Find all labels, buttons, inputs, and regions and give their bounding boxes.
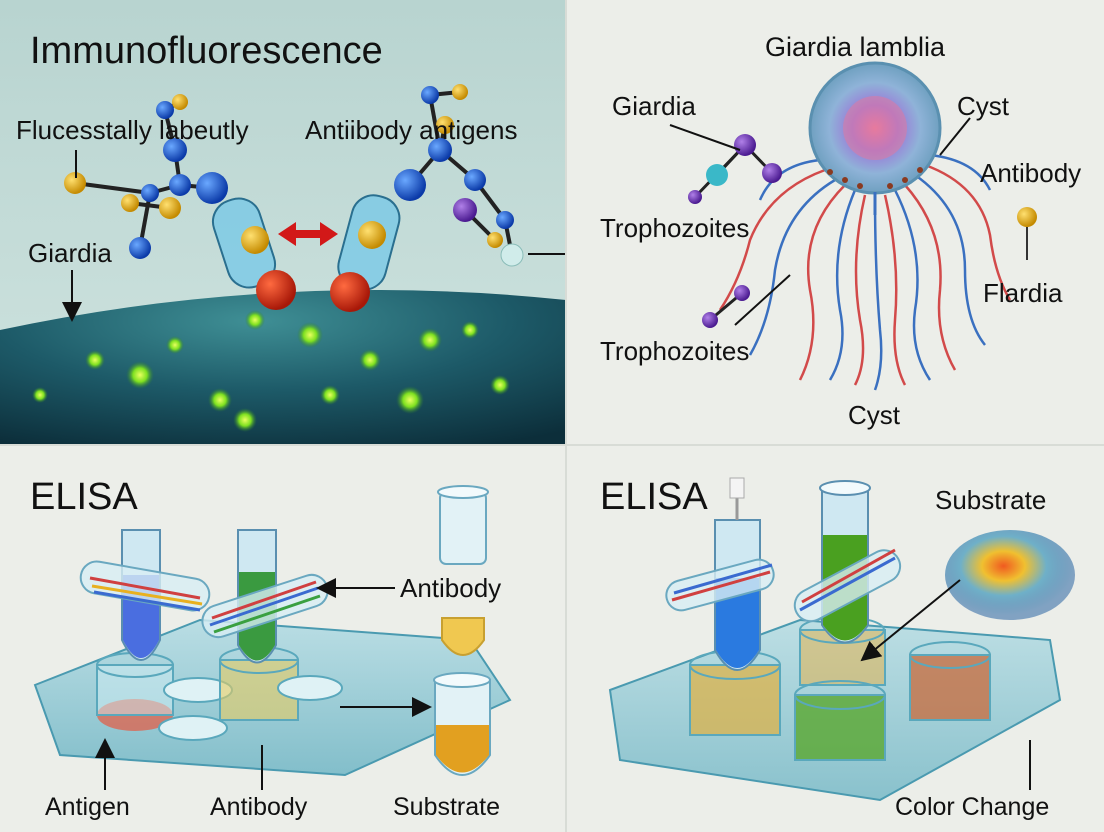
label-antibody-antigens: Antiibody antigens: [305, 115, 518, 145]
antibody-capsule: [79, 560, 211, 612]
binding-double-arrow: [278, 222, 338, 246]
antibody-capsule: [665, 558, 775, 612]
panel-title-elisa-left: ELISA: [30, 476, 138, 518]
panel-elisa-right: [566, 445, 1104, 832]
flagella: [718, 153, 1012, 391]
tube-substrate: [433, 672, 491, 776]
cyst-granules: [827, 167, 923, 189]
panel-title-immunofluorescence: Immunofluorescence: [30, 30, 383, 72]
tube-empty: [437, 485, 489, 565]
substrate-spot: [945, 530, 1075, 620]
label-flardia: Flardia: [983, 278, 1063, 308]
label-fluorescent: Flucesstally labeutly: [16, 115, 249, 145]
label-trophozoites-2: Trophozoites: [600, 336, 750, 366]
panel-title-elisa-right: ELISA: [600, 476, 708, 518]
label-antibody-bl: Antibody: [400, 573, 502, 603]
label-antigen: Antigen: [45, 793, 130, 821]
label-color-change: Color Change: [895, 793, 1050, 821]
panel-immunofluorescence: [0, 0, 602, 445]
label-giardia: Giardia: [28, 238, 112, 268]
panel-elisa-left: [0, 445, 566, 832]
label-antibody-bottom: Antibody: [210, 793, 308, 821]
label-cyst-top: Cyst: [957, 91, 1009, 121]
panel-giardia-lamblia: [566, 0, 1104, 445]
label-substrate-bl: Substrate: [393, 793, 501, 821]
label-giardia-tr: Giardia: [612, 91, 696, 121]
panel-title-giardia-lamblia: Giardia lamblia: [765, 32, 946, 62]
tube-yellow-drop: [441, 617, 485, 656]
label-substrate-br: Substrate: [935, 485, 1047, 515]
fluorescent-spots: [32, 310, 510, 432]
label-trophozoites-1: Trophozoites: [600, 213, 750, 243]
label-antibody-tr: Antibody: [980, 158, 1082, 188]
flardia-marker: [1017, 207, 1037, 227]
antibody-capsule: [793, 548, 902, 623]
label-cyst-bottom: Cyst: [848, 400, 900, 430]
